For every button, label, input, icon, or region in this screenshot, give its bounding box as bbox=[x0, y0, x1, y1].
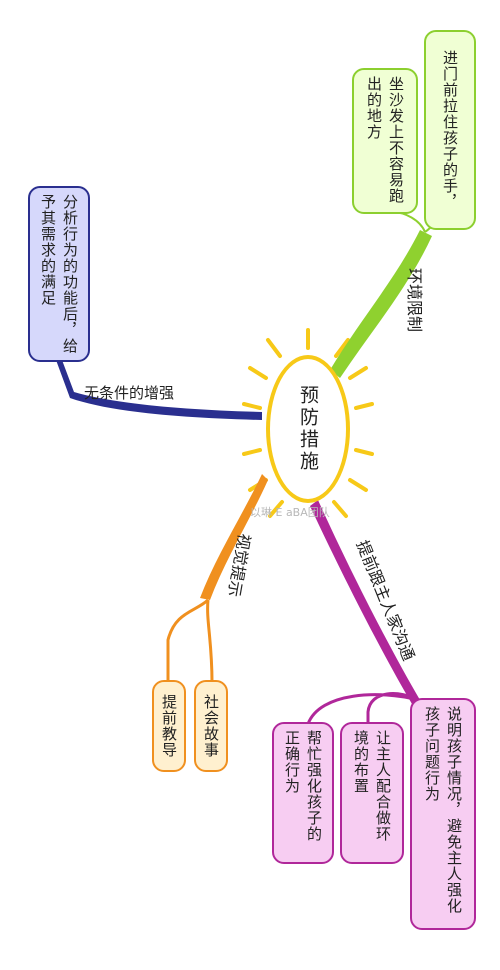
communicate-sub-line bbox=[306, 692, 419, 730]
environment-item-1-text: 进门前拉住孩子的手， bbox=[441, 50, 459, 210]
visual-sub-line bbox=[166, 598, 214, 683]
communicate-item-3-text: 帮忙强化孩子的正确行为 bbox=[283, 730, 323, 842]
communicate-item-2-text: 让主人配合做环境的布置 bbox=[352, 730, 392, 842]
center-label: 预防措施 bbox=[297, 385, 319, 473]
environment-item-2: 坐沙发上不容易跑出的地方 bbox=[352, 68, 418, 214]
communicate-item-1-text: 说明孩子情况，避免主人强化孩子问题行为 bbox=[423, 706, 463, 914]
environment-branch-line bbox=[330, 230, 432, 378]
environment-item-2-text: 坐沙发上不容易跑出的地方 bbox=[365, 76, 405, 204]
reinforcement-branch-line bbox=[56, 360, 262, 420]
reinforcement-item-1: 分析行为的功能后，给予其需求的满足 bbox=[28, 186, 90, 362]
sun-rays bbox=[242, 328, 374, 518]
visual-branch-line bbox=[200, 474, 268, 600]
environment-branch-label: 环境限制 bbox=[405, 268, 424, 333]
communicate-item-3: 帮忙强化孩子的正确行为 bbox=[272, 722, 334, 864]
visual-item-1-text: 社会故事 bbox=[202, 694, 220, 758]
communicate-item-1: 说明孩子情况，避免主人强化孩子问题行为 bbox=[410, 698, 476, 930]
center-node: 预防措施 bbox=[266, 355, 350, 503]
visual-item-2: 提前教导 bbox=[152, 680, 186, 772]
watermark: 以琳 E aBA团队 bbox=[250, 506, 330, 519]
visual-item-2-text: 提前教导 bbox=[160, 694, 178, 758]
communicate-branch-line bbox=[310, 500, 420, 704]
reinforcement-branch-label: 无条件的增强 bbox=[84, 384, 175, 402]
communicate-item-2: 让主人配合做环境的布置 bbox=[340, 722, 404, 864]
environment-item-1: 进门前拉住孩子的手， bbox=[424, 30, 476, 230]
visual-item-1: 社会故事 bbox=[194, 680, 228, 772]
reinforcement-item-1-text: 分析行为的功能后，给予其需求的满足 bbox=[39, 194, 79, 354]
